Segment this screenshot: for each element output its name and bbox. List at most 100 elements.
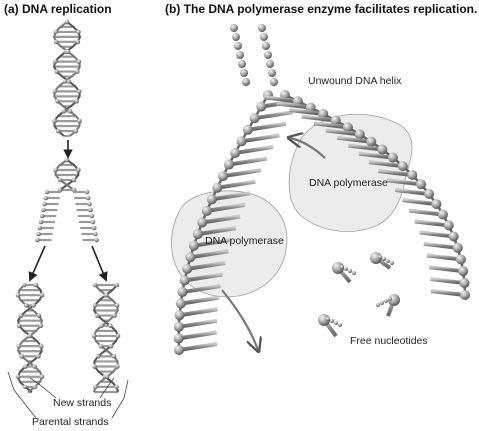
backbone-bead [249,113,260,124]
base-rung [348,143,383,152]
base-rung [408,208,444,217]
free-nucleotides-label: Free nucleotides [350,335,428,347]
backbone-bead [16,323,22,329]
dna-strand [52,21,81,137]
backbone-bead [459,278,470,289]
dna-polymerase-upper-label: DNA polymerase [309,177,388,189]
backbone-bead [95,354,101,359]
backbone-bead [448,231,459,242]
backbone-bead [91,333,97,339]
backbone-bead [354,129,365,140]
base-rung [430,289,466,297]
parental-strands-label: Parental strands [32,416,109,428]
backbone-bead [268,69,276,77]
backbone-bead [342,122,353,133]
backbone-bead [19,354,24,359]
backbone-bead [236,136,247,147]
base-rung [182,284,221,295]
backbone-bead [114,384,119,390]
base-rung [419,230,454,239]
backbone-bead [54,69,60,74]
backbone-bead [84,189,90,195]
backbone-bead [52,118,57,124]
dna-strand [17,284,44,393]
panel-b-helix [173,24,470,355]
backbone-bead [416,179,427,190]
nucleotide-sugar [370,252,382,264]
backbone-bead [87,201,92,207]
base-rung [313,121,349,130]
base-rung [217,179,256,190]
backbone-bead [39,292,45,298]
backbone-bead [88,207,93,213]
arrow-down-right-icon [91,245,108,282]
backbone-bead [76,89,82,94]
backbone-bead [366,136,377,147]
backbone-bead [377,144,388,155]
base-rung [241,133,280,144]
backbone-bead [188,240,199,251]
phosphate-bead [384,299,388,303]
backbone-bead [21,282,27,288]
dna-strand [92,284,119,393]
free-nucleotides [318,252,400,338]
backbone-bead [95,313,100,318]
phosphate-bead [380,301,384,305]
phosphate-bead [326,317,330,321]
backbone-bead [31,303,36,308]
backbone-bead [201,205,212,216]
new-strands-pointer-right [99,377,115,399]
base-rung [430,277,465,286]
backbone-bead [76,59,82,64]
backbone-bead [16,343,22,349]
backbone-bead [92,303,98,308]
base-rung [201,214,241,225]
backbone-bead [39,374,45,380]
phosphate-bead [352,271,356,275]
backbone-bead [112,313,117,318]
dna-strand [93,284,120,393]
backbone-bead [458,266,469,277]
backbone-bead [75,39,81,45]
backbone-bead [44,189,50,195]
base-rung [186,260,226,271]
base-rung [428,265,464,274]
panel-a-title: (a) DNA replication [4,2,112,16]
base-rung [184,272,223,283]
backbone-bead [230,147,241,158]
backbone-bead [18,313,24,318]
backbone-bead [38,219,44,225]
base-rung [193,237,233,248]
backbone-bead [53,39,59,45]
backbone-bead [270,78,278,86]
backbone-bead [262,42,270,50]
base-rung [301,114,336,123]
backbone-bead [74,99,79,104]
backbone-bead [94,237,99,243]
phosphate-bead [340,265,344,269]
backbone-bead [185,252,196,263]
backbone-bead [76,29,81,35]
backbone-bead [62,79,68,84]
backbone-bead [66,79,72,84]
backbone-bead [65,49,71,55]
backbone-bead [55,99,60,104]
backbone-bead [173,333,184,344]
backbone-bead [67,108,73,114]
backbone-bead [443,220,454,231]
phosphate-bead [390,261,394,265]
backbone-bead [36,354,41,359]
backbone-bead [256,101,267,112]
backbone-bead [77,118,82,124]
phosphate-bead [334,321,338,325]
backbone-bead [437,209,448,220]
backbone-bead [242,78,250,86]
phosphate-bead [330,319,334,323]
backbone-bead [32,364,37,369]
backbone-bead [175,298,186,309]
backbone-bead [455,254,466,265]
backbone-bead [179,275,190,286]
unwound-dna-helix-label: Unwound DNA helix [308,75,402,87]
backbone-bead [266,60,274,68]
base-rung [386,178,422,187]
